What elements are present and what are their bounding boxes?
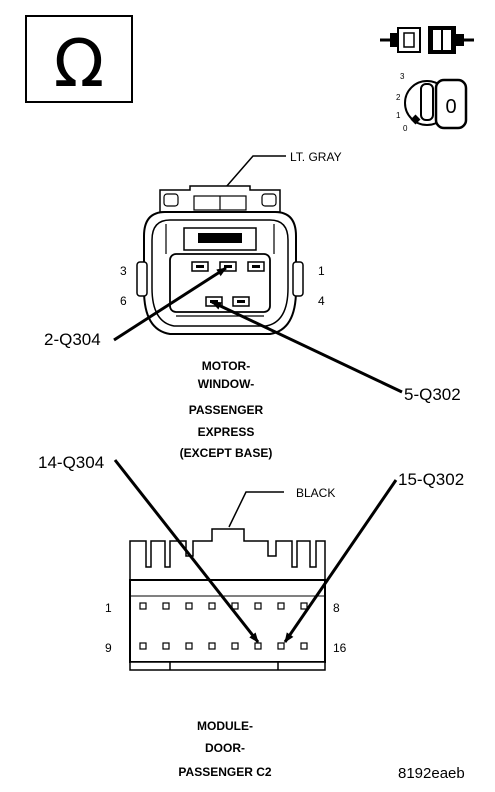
- bottom-pin-16: 16: [333, 641, 347, 655]
- bottom-connector-title-line-1: MODULE-: [197, 719, 253, 733]
- bottom-pin-1: 1: [105, 601, 112, 615]
- callout-arrow-15-q302: [283, 479, 398, 643]
- top-terminal-row: [191, 261, 265, 272]
- key-position-label: 0: [445, 96, 456, 118]
- door-module-connector: BLACK: [38, 453, 464, 779]
- bottom-connector-title-line-2: DOOR-: [205, 741, 245, 755]
- ohmmeter-symbol: Ω: [25, 15, 133, 103]
- figure-id: 8192eaeb: [398, 765, 465, 782]
- callout-2-q304: 2-Q304: [44, 330, 101, 349]
- ohm-icon: Ω: [54, 25, 104, 102]
- top-connector-title-line-5: (EXCEPT BASE): [180, 446, 273, 460]
- top-connector-title-line-1: MOTOR-: [202, 359, 250, 373]
- bottom-connector-color-label: BLACK: [296, 486, 335, 500]
- top-connector-title-line-3: PASSENGER: [189, 403, 264, 417]
- callout-arrow-2-q304: [113, 266, 227, 342]
- key-step-0: 0: [403, 124, 408, 133]
- ignition-key-icon: 0 3 2 1 0: [396, 72, 468, 133]
- top-connector-title-line-4: EXPRESS: [198, 425, 255, 439]
- top-connector-title-line-2: WINDOW-: [198, 377, 254, 391]
- cavity-row-1-8: [139, 602, 308, 610]
- window-motor-connector: LT. GRAY: [44, 150, 461, 460]
- top-pin-4: 4: [318, 294, 325, 308]
- bottom-connector-title-line-3: PASSENGER C2: [178, 765, 271, 779]
- top-connector-color-label: LT. GRAY: [290, 150, 342, 164]
- cavity-row-9-16: [139, 642, 308, 650]
- top-pin-3: 3: [120, 264, 127, 278]
- top-pin-6: 6: [120, 294, 127, 308]
- key-step-1: 1: [396, 111, 401, 120]
- connector-disconnected-icon: [380, 26, 474, 54]
- callout-arrow-14-q304: [113, 459, 260, 643]
- key-step-2: 2: [396, 93, 401, 102]
- bottom-pin-9: 9: [105, 641, 112, 655]
- callout-arrow-5-q302: [211, 300, 403, 394]
- top-pin-1: 1: [318, 264, 325, 278]
- key-step-3: 3: [400, 72, 405, 81]
- callout-5-q302: 5-Q302: [404, 385, 461, 404]
- callout-14-q304: 14-Q304: [38, 453, 104, 472]
- bottom-pin-8: 8: [333, 601, 340, 615]
- callout-15-q302: 15-Q302: [398, 470, 464, 489]
